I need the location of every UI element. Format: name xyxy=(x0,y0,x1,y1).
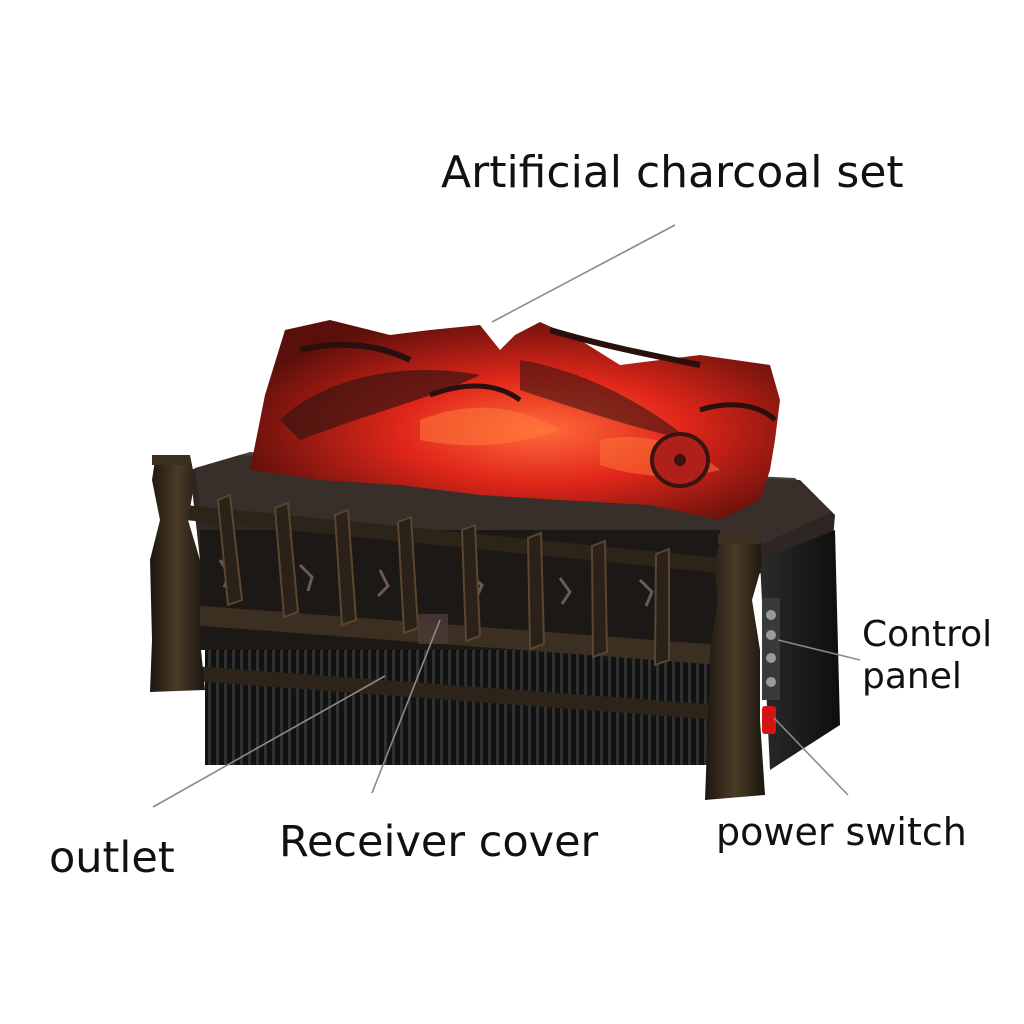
power-switch-rocker xyxy=(762,706,776,734)
label-outlet: outlet xyxy=(49,833,175,883)
control-button-1 xyxy=(766,610,776,620)
label-control-panel-line1: Control xyxy=(862,614,993,655)
control-panel-strip xyxy=(762,598,780,700)
leader-line-charcoal xyxy=(491,224,676,323)
label-artificial-charcoal-set: Artificial charcoal set xyxy=(441,147,904,198)
leader-line-control xyxy=(777,639,861,661)
control-button-4 xyxy=(766,677,776,687)
label-control-panel-line2: panel xyxy=(862,656,962,698)
left-post xyxy=(150,455,205,692)
control-box-body xyxy=(760,530,840,770)
grate-bottom-rail xyxy=(190,605,720,665)
leader-line-outlet xyxy=(152,675,386,808)
grate-base-rail xyxy=(180,665,720,720)
leader-line-power xyxy=(773,717,849,796)
label-control-panel: Control panel xyxy=(862,614,992,699)
leader-line-receiver xyxy=(371,619,441,794)
label-receiver-cover: Receiver cover xyxy=(279,817,599,867)
grate-bars xyxy=(216,493,670,667)
label-power-switch: power switch xyxy=(716,810,967,854)
right-post xyxy=(705,538,765,800)
artificial-charcoal-logs xyxy=(250,320,780,520)
control-button-2 xyxy=(766,630,776,640)
control-button-3 xyxy=(766,653,776,663)
